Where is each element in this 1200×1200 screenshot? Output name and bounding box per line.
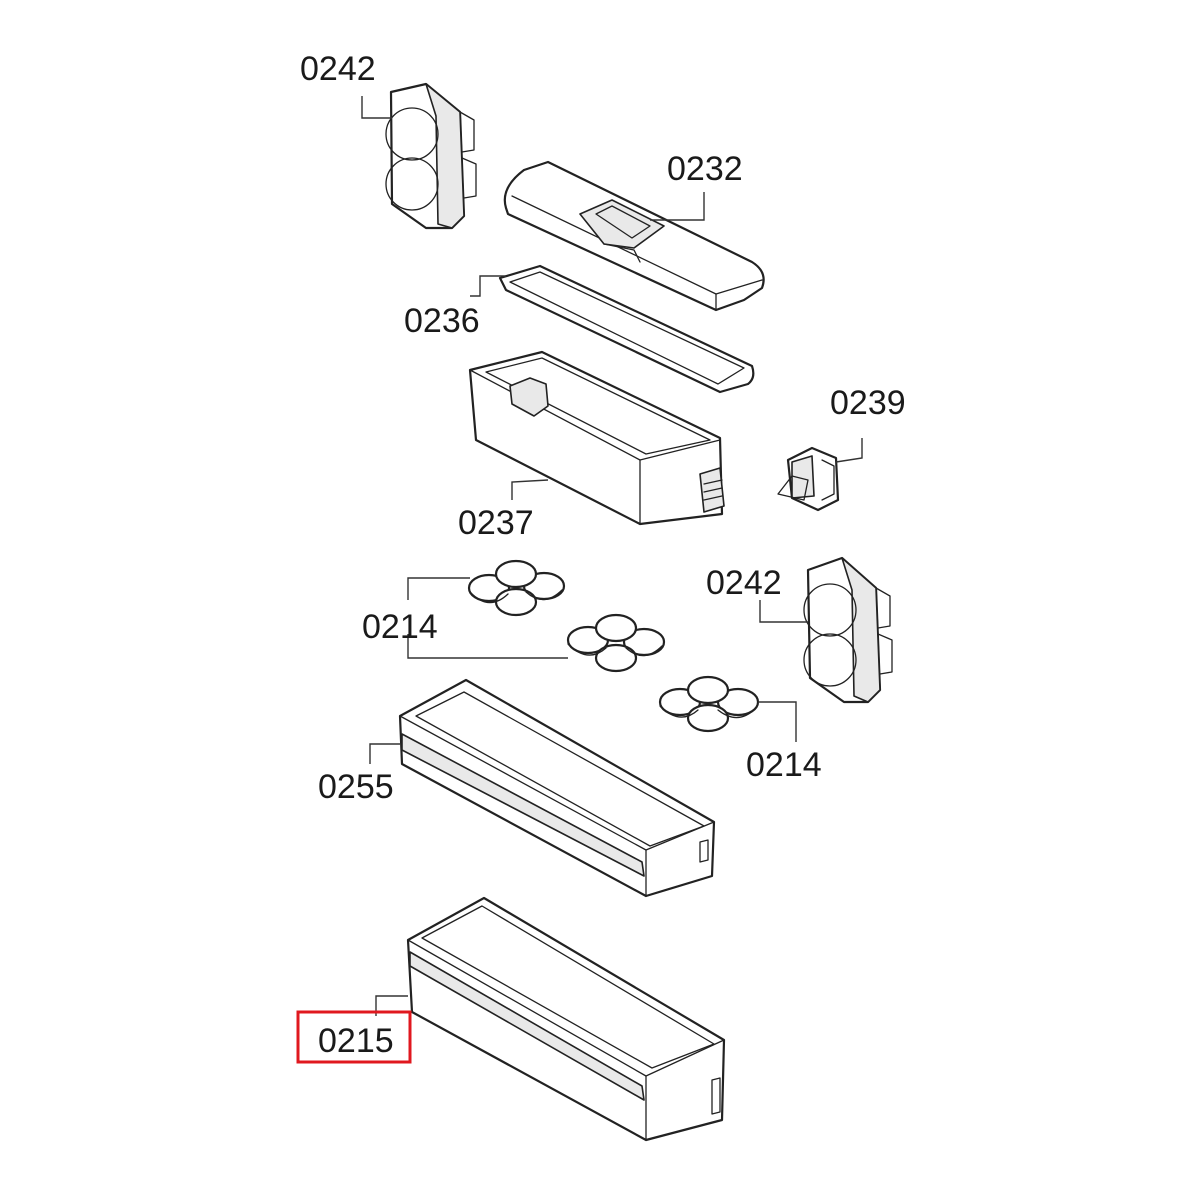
label-0214-left: 0214 bbox=[362, 608, 438, 646]
part-0239-latch bbox=[777, 446, 840, 512]
label-0232: 0232 bbox=[667, 150, 743, 188]
label-0239: 0239 bbox=[830, 384, 906, 422]
highlight-box bbox=[296, 1010, 412, 1064]
leader-lines bbox=[361, 96, 863, 1016]
label-0255: 0255 bbox=[318, 768, 394, 806]
label-0242-right: 0242 bbox=[706, 564, 782, 602]
part-0215-bottle-bin bbox=[406, 896, 726, 1142]
part-0232-cover bbox=[503, 160, 765, 312]
label-0215: 0215 bbox=[318, 1022, 394, 1060]
part-0242-top-clip bbox=[385, 82, 477, 230]
label-0214-right: 0214 bbox=[746, 746, 822, 784]
part-0237-tray bbox=[468, 350, 725, 526]
part-0214-egg-tray-3 bbox=[658, 675, 760, 733]
part-0242-right-clip bbox=[803, 556, 893, 704]
part-0214-egg-tray-1 bbox=[467, 559, 566, 617]
label-0242-top: 0242 bbox=[300, 50, 376, 88]
part-0236-gasket bbox=[498, 264, 755, 394]
part-labels: 0242 0232 0236 0239 0237 0242 0214 0214 … bbox=[300, 50, 906, 1060]
part-0255-door-shelf bbox=[398, 678, 716, 898]
part-0214-egg-tray-2 bbox=[566, 613, 666, 673]
label-0237: 0237 bbox=[458, 504, 534, 542]
label-0236: 0236 bbox=[404, 302, 480, 340]
